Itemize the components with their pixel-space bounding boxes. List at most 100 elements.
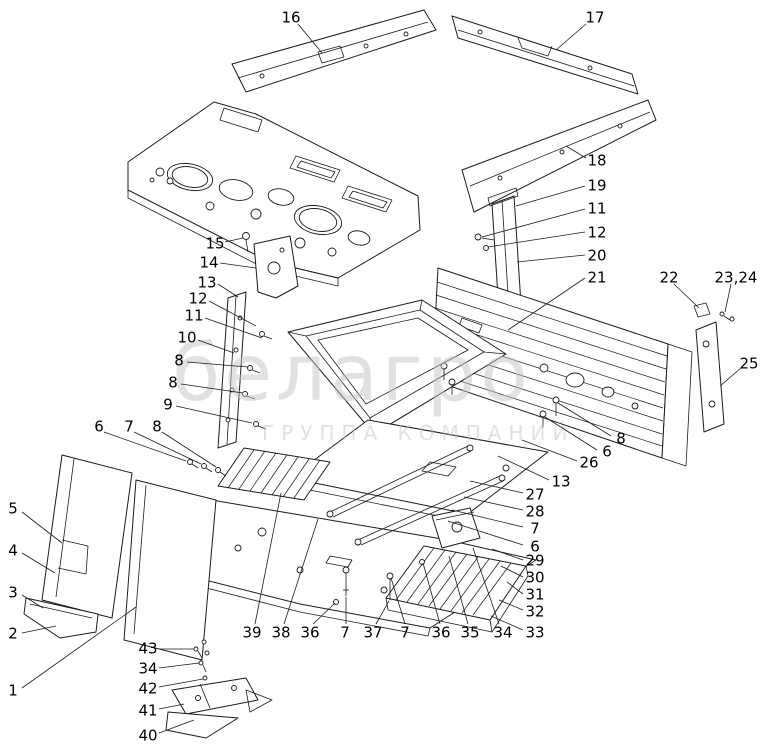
callout-label-22: 22: [659, 269, 678, 287]
callout-label-30: 30: [525, 569, 544, 587]
callout-label-19: 19: [587, 177, 606, 195]
callout-label-5: 5: [8, 500, 18, 518]
leader-line-29: [491, 548, 524, 561]
leader-line-32: [498, 599, 524, 611]
part-panel-bracket: [242, 232, 299, 299]
leader-line-35: [448, 555, 469, 625]
part-hinge-bracket: [431, 507, 481, 549]
watermark-brand: белагро: [172, 329, 532, 419]
leader-line-38: [283, 518, 319, 625]
callout-label-11: 11: [184, 307, 203, 325]
part-left-side-panel: [23, 454, 133, 639]
leader-line-8: [161, 431, 217, 468]
callout-label-7: 7: [530, 520, 540, 538]
leader-line-8: [186, 361, 249, 368]
callout-label-1: 1: [8, 682, 18, 700]
callout-label-10: 10: [177, 329, 196, 347]
part-front-roof-strip: [231, 9, 437, 93]
leader-line-6: [103, 431, 187, 462]
leader-line-34: [158, 662, 200, 669]
part-bottom-brackets: [165, 646, 273, 739]
callout-label-18: 18: [587, 152, 606, 170]
leader-line-20: [516, 254, 586, 263]
part-instrument-panel: [127, 101, 421, 287]
callout-label-28: 28: [525, 503, 544, 521]
callout-label-9: 9: [163, 396, 173, 414]
callout-label-2: 2: [8, 625, 18, 643]
callout-label-41: 41: [138, 702, 157, 720]
leader-line-8: [180, 383, 244, 394]
callout-label-15: 15: [205, 235, 224, 253]
part-windshield-pillar-strip: [217, 291, 273, 449]
callout-label-12: 12: [587, 224, 606, 242]
callout-label-40: 40: [138, 727, 157, 745]
leader-line-7: [390, 577, 406, 625]
leader-line-37: [375, 600, 390, 625]
leader-line-12: [487, 231, 586, 248]
callout-label-36: 36: [300, 624, 319, 642]
leader-line-9: [175, 405, 253, 424]
callout-label-33: 33: [525, 624, 544, 642]
part-heater-housing: [287, 299, 507, 435]
watermark-subtitle: ГРУППА КОМПАНИЙ: [262, 421, 574, 445]
leader-line-6: [447, 520, 524, 546]
leader-line-39: [254, 492, 282, 625]
callout-label-8: 8: [168, 374, 178, 392]
leader-line-27: [469, 480, 524, 494]
callout-label-16: 16: [281, 9, 300, 27]
callout-label-32: 32: [525, 603, 544, 621]
leader-line-22: [673, 283, 700, 309]
leader-line-2: [21, 625, 57, 634]
part-side-bracket-right: [693, 302, 735, 433]
callout-label-4: 4: [8, 542, 18, 560]
callout-label-7: 7: [340, 624, 350, 642]
callout-label-37: 37: [363, 624, 382, 642]
leader-line-25: [719, 367, 742, 387]
callout-label-34: 34: [493, 624, 512, 642]
callout-label-25: 25: [739, 355, 758, 373]
callout-label-34: 34: [138, 660, 157, 678]
leader-line-14: [219, 262, 257, 269]
callout-label-8: 8: [152, 418, 162, 436]
callout-label-39: 39: [242, 624, 261, 642]
leader-line-40: [158, 719, 195, 734]
leader-line-6: [544, 416, 598, 451]
leader-line-26: [521, 439, 578, 462]
callout-label-31: 31: [525, 586, 544, 604]
leader-line-30: [500, 565, 524, 578]
leader-line-33: [490, 615, 524, 631]
callout-label-26: 26: [579, 454, 598, 472]
part-rear-roof-strip: [451, 15, 639, 95]
leader-line-21: [507, 277, 586, 331]
leader-line-18: [565, 145, 587, 159]
callout-label-6: 6: [530, 538, 540, 556]
leader-line-23,24: [724, 283, 732, 313]
callout-label-23,24: 23,24: [715, 269, 758, 287]
leader-line-13: [497, 455, 550, 481]
callout-label-13: 13: [551, 473, 570, 491]
callout-label-17: 17: [585, 9, 604, 27]
leader-line-28: [463, 496, 524, 511]
part-floor-hatch-panel: [289, 396, 560, 523]
callout-label-7: 7: [400, 624, 410, 642]
callout-label-8: 8: [616, 430, 626, 448]
callout-label-21: 21: [587, 269, 606, 287]
callout-label-13: 13: [197, 274, 216, 292]
callout-label-12: 12: [188, 290, 207, 308]
leader-line-15: [224, 237, 244, 243]
callout-label-27: 27: [525, 486, 544, 504]
part-fastener-group-left: [187, 459, 227, 477]
leader-line-1: [21, 606, 137, 689]
leader-line-42: [158, 678, 204, 688]
part-small-floor-mat: [217, 447, 331, 501]
leader-line-41: [158, 703, 185, 710]
callout-label-3: 3: [8, 584, 18, 602]
callout-label-36: 36: [431, 624, 450, 642]
callout-label-29: 29: [525, 552, 544, 570]
leader-line-19: [515, 185, 586, 207]
leader-line-34: [472, 547, 500, 625]
leader-line-4: [21, 552, 56, 574]
